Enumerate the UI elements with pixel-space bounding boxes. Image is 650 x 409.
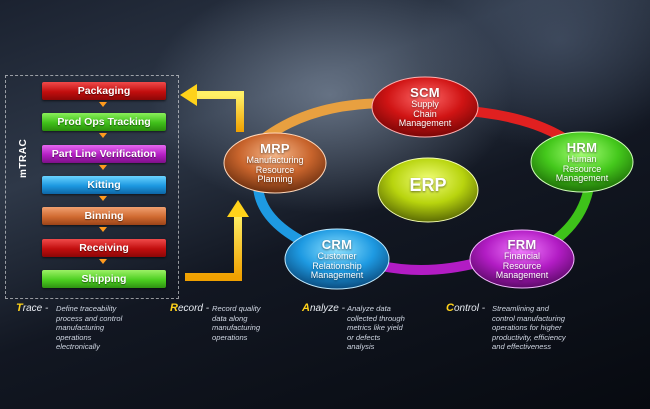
- flow-arrowhead-to-packaging: [180, 84, 197, 106]
- step-arrow-icon: [99, 165, 107, 170]
- step-part-line-verification[interactable]: Part Line Verification: [42, 145, 166, 163]
- step-arrow-icon: [99, 259, 107, 264]
- step-packaging[interactable]: Packaging: [42, 82, 166, 100]
- node-crm-full: Customer Relationship Management: [310, 251, 364, 280]
- node-scm[interactable]: SCM Supply Chain Management: [375, 86, 475, 129]
- caption-record-initial: R: [170, 302, 178, 314]
- node-hrm-abbr: HRM: [566, 140, 598, 155]
- step-arrow-icon: [99, 133, 107, 138]
- mtrac-panel: [5, 75, 179, 299]
- step-receiving[interactable]: Receiving: [42, 239, 166, 257]
- node-frm-ellipse: [469, 229, 575, 289]
- step-arrow-icon: [99, 227, 107, 232]
- node-scm-abbr: SCM: [410, 85, 440, 100]
- node-crm-abbr: CRM: [321, 237, 353, 252]
- caption-analyze: Analyze - Analyze data collected through…: [302, 302, 442, 364]
- caption-analyze-word: nalyze -: [309, 303, 345, 314]
- flow-arrowhead-from-shipping: [227, 200, 249, 217]
- node-frm-full: Financial Resource Management: [495, 251, 549, 280]
- node-hrm-ellipse: [530, 131, 634, 193]
- caption-record-text: Record quality data along manufacturing …: [212, 304, 261, 342]
- caption-trace-initial: T: [16, 302, 23, 314]
- caption-trace-text: Define traceability process and control …: [56, 304, 123, 352]
- caption-analyze-initial: A: [302, 302, 310, 314]
- caption-control: Control - Streamlining and control manuf…: [446, 302, 646, 364]
- flow-arrow-to-packaging: [195, 91, 244, 132]
- step-prod-ops-tracking[interactable]: Prod Ops Tracking: [42, 113, 166, 131]
- step-binning[interactable]: Binning: [42, 207, 166, 225]
- flow-arrow-from-shipping: [185, 215, 242, 281]
- node-mrp[interactable]: MRP Manufacturing Resource Planning: [225, 142, 325, 185]
- step-kitting[interactable]: Kitting: [42, 176, 166, 194]
- node-frm[interactable]: FRM Financial Resource Management: [472, 238, 572, 281]
- node-mrp-abbr: MRP: [260, 141, 290, 156]
- node-mrp-ellipse: [223, 132, 327, 194]
- node-hrm[interactable]: HRM Human Resource Management: [532, 141, 632, 184]
- caption-control-word: ontrol -: [453, 303, 486, 314]
- node-scm-full: Supply Chain Management: [398, 99, 452, 128]
- erp-center-label[interactable]: ERP: [409, 175, 447, 195]
- node-hrm-full: Human Resource Management: [555, 154, 609, 183]
- node-crm[interactable]: CRM Customer Relationship Management: [287, 238, 387, 281]
- node-frm-abbr: FRM: [507, 237, 537, 252]
- node-erp-ellipse: [377, 157, 479, 223]
- step-shipping[interactable]: Shipping: [42, 270, 166, 288]
- caption-analyze-text: Analyze data collected through metrics l…: [347, 304, 405, 352]
- caption-control-text: Streamlining and control manufacturing o…: [492, 304, 566, 352]
- caption-record-word: ecord -: [177, 303, 210, 314]
- step-arrow-icon: [99, 102, 107, 107]
- node-crm-ellipse: [284, 228, 390, 290]
- caption-control-initial: C: [446, 302, 454, 314]
- node-mrp-full: Manufacturing Resource Planning: [246, 155, 304, 184]
- caption-trace-word: race -: [22, 303, 49, 314]
- step-arrow-icon: [99, 196, 107, 201]
- node-scm-ellipse: [371, 76, 479, 138]
- mtrac-label: mTRAC: [18, 138, 29, 178]
- caption-record: Record - Record quality data along manuf…: [170, 302, 300, 354]
- caption-trace: Trace - Define traceability process and …: [16, 302, 166, 364]
